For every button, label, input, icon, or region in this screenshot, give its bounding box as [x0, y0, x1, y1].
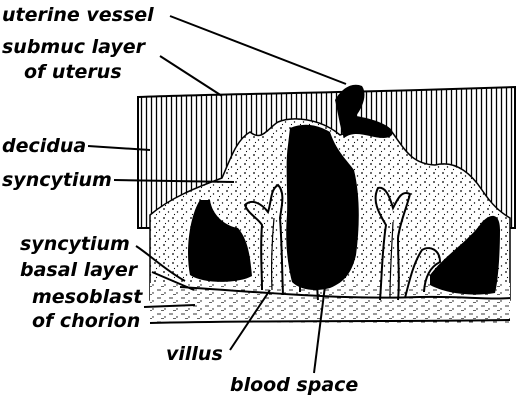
label-decidua: decidua [2, 135, 86, 157]
label-syncytium-lower: syncytium [20, 233, 130, 255]
label-submuc-line2: of uterus [24, 61, 122, 83]
label-mesoblast-line1: mesoblast [32, 286, 143, 308]
label-mesoblast-line2: of chorion [32, 310, 140, 332]
label-basal-layer: basal layer [20, 259, 139, 281]
leader-submuc [160, 56, 222, 96]
label-uterine-vessel: uterine vessel [2, 4, 154, 26]
label-submuc-line1: submuc layer [2, 36, 147, 58]
label-syncytium-upper: syncytium [2, 169, 112, 191]
label-blood-space: blood space [230, 374, 358, 396]
leader-uterine-vessel [170, 16, 346, 84]
label-villus: villus [166, 343, 223, 365]
